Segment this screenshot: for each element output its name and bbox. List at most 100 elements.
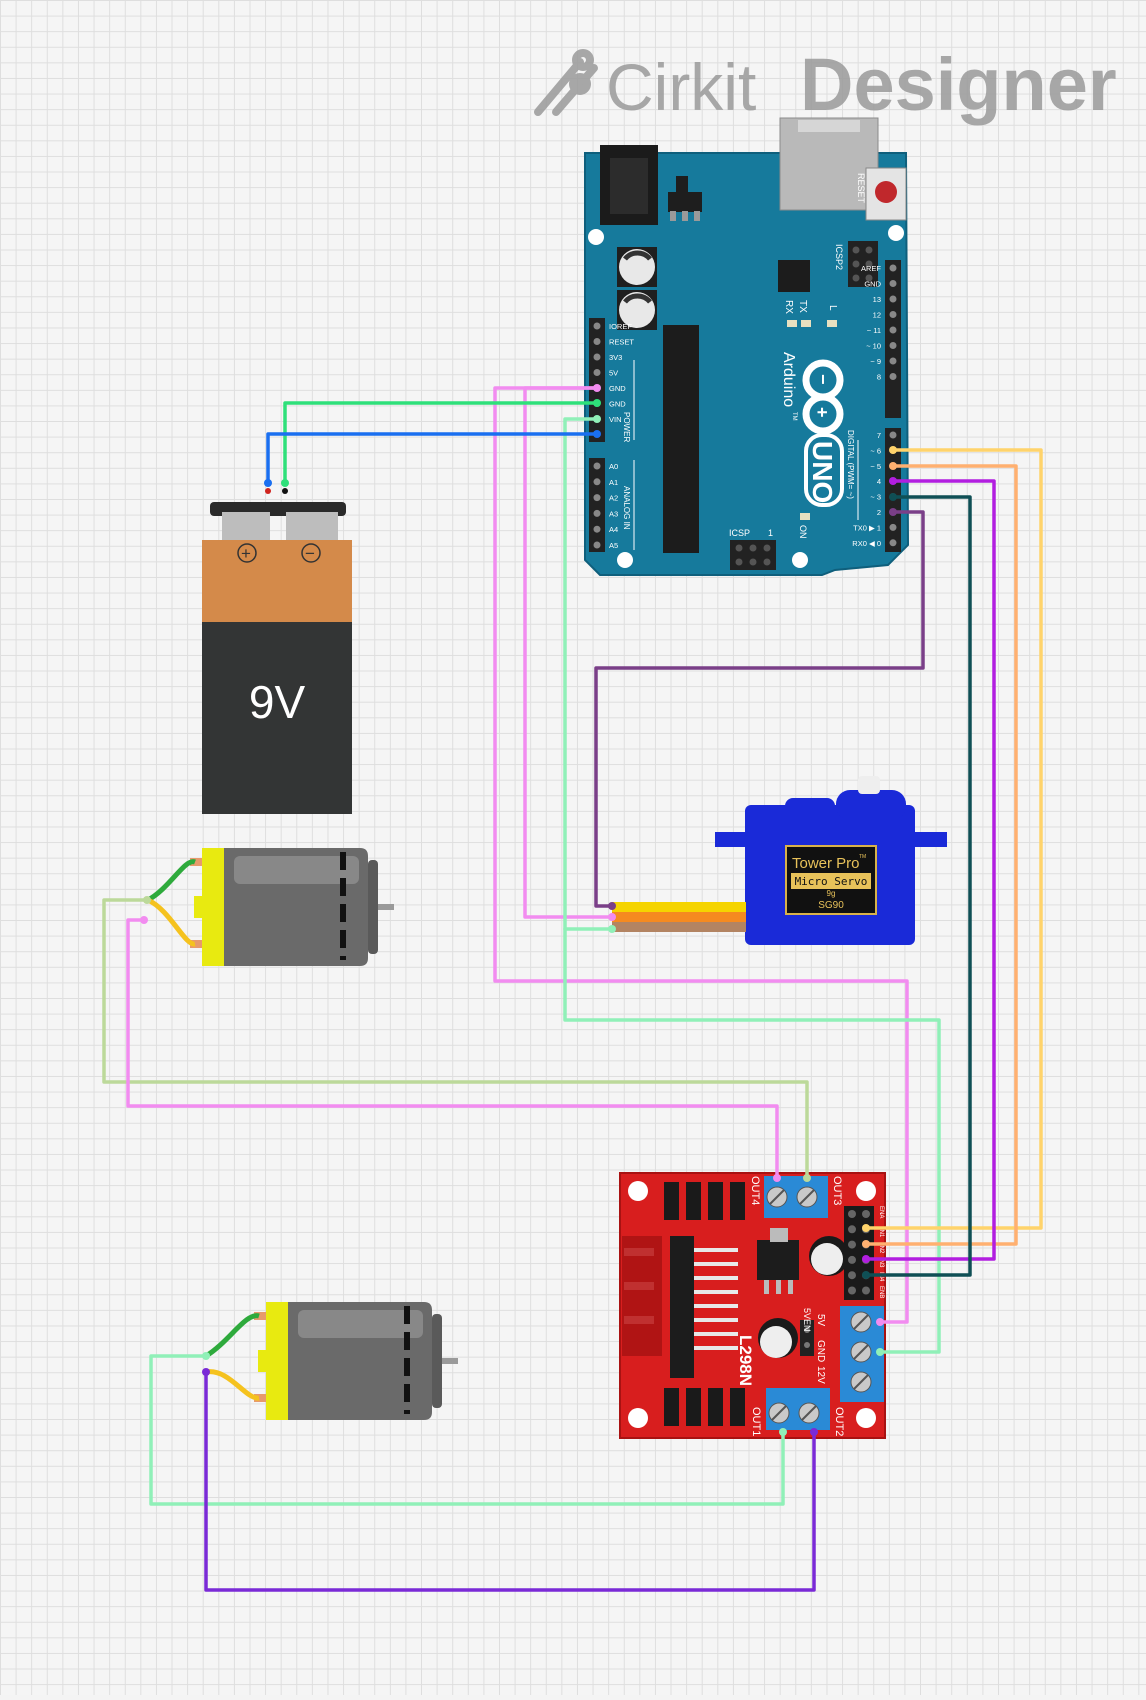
header-pin[interactable] (593, 322, 601, 330)
gnd-terminal-label: GND (815, 1340, 826, 1362)
capacitor (617, 247, 657, 287)
in4-label: IN4 (878, 1272, 884, 1282)
power-header-label: POWER (622, 412, 631, 442)
header-pin[interactable] (889, 280, 897, 287)
header-pin[interactable] (593, 509, 601, 517)
driver-pin[interactable] (862, 1210, 870, 1218)
on-led (800, 513, 810, 520)
out4-label: OUT4 (749, 1176, 761, 1205)
header-pin[interactable] (889, 342, 897, 349)
wire-5v-to-servo[interactable] (523, 386, 614, 919)
pin-label: A5 (609, 541, 618, 550)
wire-5v-to-driver-5v[interactable] (493, 386, 909, 1324)
pin-label: 12 (873, 311, 881, 320)
wire-gnd-to-battery[interactable] (283, 401, 599, 485)
pin-label: ~ 5 (870, 462, 881, 471)
header-pin[interactable] (593, 353, 601, 361)
pin-label: ~ 6 (870, 446, 881, 455)
header-pin[interactable] (593, 338, 601, 345)
pin-label: 13 (873, 295, 881, 304)
battery-negative-terminal (286, 512, 338, 544)
wire-d2-to-servo-signal[interactable] (594, 510, 925, 908)
wire-d5-to-in1[interactable] (864, 464, 1018, 1246)
header-pin[interactable] (889, 373, 897, 380)
header-pin[interactable] (889, 264, 897, 272)
driver-pin[interactable] (862, 1286, 870, 1295)
wire-d3-to-in3[interactable] (864, 495, 972, 1277)
header-pin[interactable] (593, 494, 601, 502)
header-pin[interactable] (889, 311, 897, 318)
analog-header-label: ANALOG IN (622, 486, 631, 530)
wire-motor1-to-out3[interactable] (102, 898, 809, 1180)
battery-minus-sign: − (305, 544, 315, 563)
header-pin[interactable] (889, 295, 897, 303)
out3-label: OUT3 (831, 1176, 843, 1205)
driver-pin[interactable] (848, 1255, 856, 1264)
battery-top-band (202, 540, 352, 622)
svg-text:−: − (813, 374, 833, 385)
capacitor (617, 290, 657, 330)
pin-label: 5V (609, 369, 618, 378)
driver-regulator (757, 1240, 799, 1280)
uno-label: UNO (807, 441, 838, 503)
digital-header-top (885, 260, 901, 418)
mount-hole (588, 229, 604, 245)
header-pin[interactable] (593, 541, 601, 549)
arduino-uno-board[interactable]: RESET ICSP2 TX RX L (584, 117, 910, 576)
5v-terminal-label: 5V (815, 1314, 826, 1327)
wire-gnd-to-driver-gnd[interactable] (563, 417, 941, 1354)
header-pin[interactable] (593, 478, 601, 486)
tx-led (801, 320, 811, 327)
wire-endpoints (140, 384, 897, 1436)
reset-label: RESET (856, 173, 866, 204)
uno-badge (804, 433, 844, 507)
driver-pin[interactable] (848, 1225, 856, 1234)
usb-port (779, 117, 879, 211)
header-pin[interactable] (593, 369, 601, 376)
header-pin[interactable] (889, 326, 897, 334)
terminal-out1-out2[interactable] (766, 1388, 830, 1430)
header-pin[interactable] (593, 462, 601, 470)
header-pin[interactable] (889, 357, 897, 365)
atmega-chip (663, 325, 699, 553)
servo-model-label: SG90 (818, 900, 844, 911)
wire-d6-to-ena[interactable] (864, 448, 1043, 1230)
5ven-label: 5VEN (802, 1308, 812, 1332)
enb-label: ENB (878, 1286, 884, 1298)
pin-label: 2 (877, 508, 881, 517)
driver-pin[interactable] (848, 1240, 856, 1249)
wire-motor1-to-out4[interactable] (126, 918, 779, 1180)
rx-label: RX (783, 300, 794, 314)
driver-pin[interactable] (848, 1286, 856, 1295)
wire-motor2-to-out2[interactable] (204, 1370, 816, 1592)
header-pin[interactable] (889, 523, 897, 531)
reset-button-cap[interactable] (875, 181, 897, 203)
wire-vin-to-battery[interactable] (266, 432, 599, 485)
diodes-bottom (664, 1388, 745, 1426)
pin-label: 8 (877, 373, 881, 382)
servo-wire-ground (612, 922, 746, 932)
wire-d4-to-in2[interactable] (864, 479, 996, 1261)
wire-motor2-to-out1[interactable] (149, 1354, 785, 1506)
battery-positive-terminal (222, 512, 270, 544)
header-pin[interactable] (593, 525, 601, 533)
out2-label: OUT2 (833, 1407, 845, 1436)
pin-label: A0 (609, 462, 618, 471)
in1-label: IN1 (878, 1228, 884, 1238)
icsp-pin-one-label: 1 (768, 528, 773, 538)
driver-capacitor (809, 1236, 849, 1276)
dc-motor-1[interactable] (146, 848, 394, 966)
driver-pin[interactable] (848, 1210, 856, 1218)
driver-pin[interactable] (848, 1271, 856, 1280)
header-pin[interactable] (889, 539, 897, 547)
l298n-motor-driver[interactable]: L298N OUT4 OUT3 OUT1 OUT2 5V (619, 1172, 886, 1439)
motor-shaft (442, 1358, 458, 1364)
header-pin[interactable] (889, 431, 897, 439)
servo-weight-label: 9g (827, 889, 836, 898)
servo-sg90[interactable]: Tower Pro TM Micro Servo 9g SG90 (612, 776, 947, 945)
dc-motor-2[interactable] (204, 1302, 458, 1420)
battery-9v[interactable]: + − 9V (202, 502, 352, 814)
terminal-out3-out4[interactable] (764, 1176, 828, 1218)
